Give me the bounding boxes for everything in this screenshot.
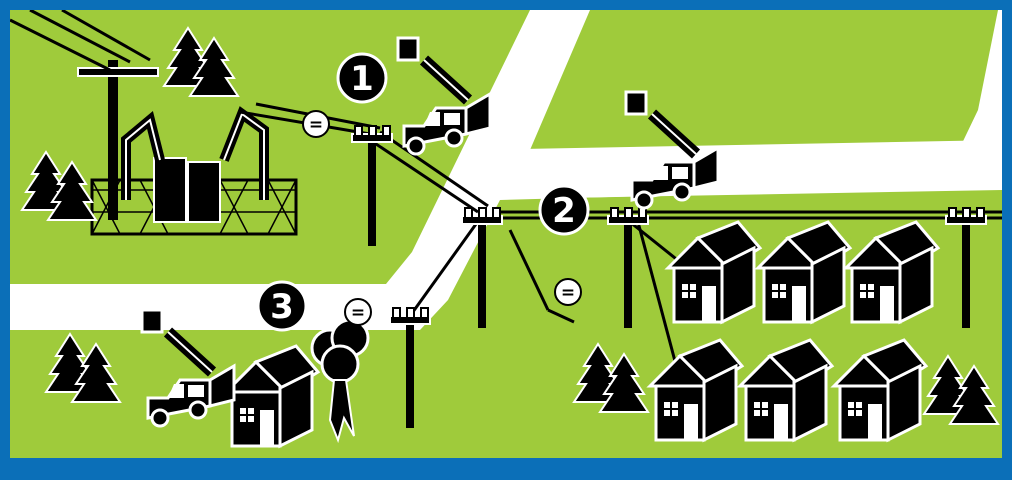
svg-text:=: = — [351, 303, 365, 323]
broken-line-icon: = — [345, 299, 371, 325]
svg-text:1: 1 — [350, 59, 374, 99]
step-marker-2: 2 — [540, 186, 588, 234]
step-marker-3: 3 — [258, 282, 306, 330]
broken-line-icon: = — [555, 279, 581, 305]
svg-text:2: 2 — [552, 191, 576, 231]
svg-text:=: = — [561, 283, 575, 303]
svg-text:=: = — [309, 115, 323, 135]
broken-line-icon: = — [303, 111, 329, 137]
step-marker-1: 1 — [338, 54, 386, 102]
svg-text:3: 3 — [270, 287, 294, 327]
